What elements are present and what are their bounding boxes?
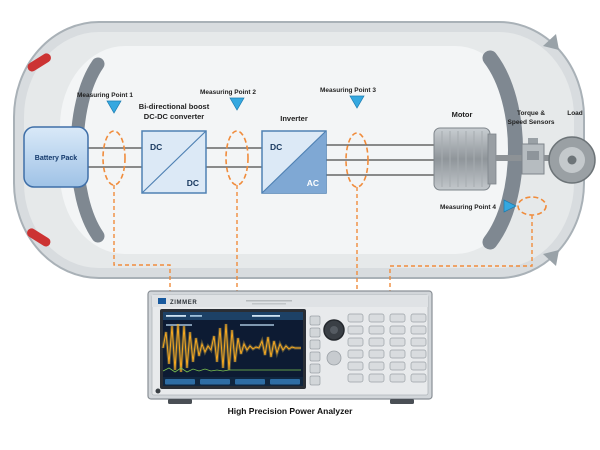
sensor-top-block bbox=[528, 138, 538, 145]
taillight-left-bottom bbox=[27, 228, 51, 247]
measuring-point-4-label: Measuring Point 4 bbox=[440, 204, 496, 211]
screen-menu-btn4 bbox=[270, 379, 300, 385]
inverter-diagonal bbox=[261, 130, 327, 194]
screen-header-bar bbox=[163, 312, 303, 320]
screen-header-text3 bbox=[252, 315, 280, 317]
screen-menu-btn3 bbox=[235, 379, 265, 385]
analyzer-caption: High Precision Power Analyzer bbox=[228, 406, 354, 416]
converter-dc-in-label: DC bbox=[150, 142, 162, 152]
inverter-dc-label: DC bbox=[270, 142, 282, 152]
measuring-point-1-marker bbox=[106, 100, 122, 114]
inverter-title: Inverter bbox=[280, 114, 308, 123]
measuring-point-3-label: Measuring Point 3 bbox=[320, 87, 376, 94]
panel-print-line1 bbox=[246, 300, 292, 302]
analyzer-power-button bbox=[155, 388, 161, 394]
screen-menu-bar bbox=[163, 377, 303, 386]
measuring-points: Measuring Point 1 Measuring Point 2 Meas… bbox=[77, 87, 547, 293]
brand-logo-icon bbox=[158, 298, 166, 304]
screen-menu-btn2 bbox=[200, 379, 230, 385]
front-windshield bbox=[482, 50, 523, 250]
motor-shaft bbox=[496, 155, 522, 161]
analyzer-brand: ZIMMER bbox=[170, 300, 197, 306]
analyzer-knob-center bbox=[330, 326, 338, 334]
screen-header-text1 bbox=[166, 315, 186, 317]
load-flywheel: Load bbox=[548, 110, 596, 184]
analyzer-foot-left bbox=[168, 399, 192, 404]
power-analyzer: ZIMMER bbox=[147, 290, 433, 404]
measuring-point-1-label: Measuring Point 1 bbox=[77, 92, 133, 99]
taillight-left-top bbox=[27, 53, 51, 72]
sensor-label-line2: Speed Sensors bbox=[508, 119, 555, 126]
secondary-trace bbox=[162, 367, 301, 373]
measuring-point-3-probe bbox=[345, 132, 369, 188]
load-label: Load bbox=[567, 110, 583, 117]
screen-menu-btn1 bbox=[165, 379, 195, 385]
motor-label: Motor bbox=[452, 110, 473, 119]
converter-diagonal bbox=[141, 130, 207, 194]
sensor-detail bbox=[527, 151, 539, 160]
side-mirror-bottom bbox=[543, 250, 559, 266]
analyzer-foot-right bbox=[390, 399, 414, 404]
battery-pack-box bbox=[23, 126, 89, 188]
measuring-point-1-probe bbox=[102, 130, 126, 186]
measuring-point-2-probe bbox=[225, 130, 249, 186]
sensor-label-line1: Torque & bbox=[517, 110, 545, 117]
measuring-point-2-label: Measuring Point 2 bbox=[200, 89, 256, 96]
converter-dc-out-label: DC bbox=[187, 178, 199, 188]
screen-header-text2 bbox=[190, 315, 202, 317]
panel-print-line2 bbox=[252, 303, 286, 305]
dcdc-converter: Bi-directional boost DC-DC converter DC … bbox=[139, 102, 210, 194]
side-mirror-top bbox=[543, 34, 559, 50]
converter-title-line2: DC-DC converter bbox=[144, 112, 205, 121]
battery-pack-label: Battery Pack bbox=[35, 155, 78, 162]
power-lines bbox=[88, 144, 434, 176]
measuring-point-3-marker bbox=[349, 95, 365, 109]
inverter-ac-label: AC bbox=[307, 178, 319, 188]
inverter: Inverter DC AC bbox=[261, 114, 327, 194]
motor: Motor bbox=[433, 110, 522, 191]
analyzer-nav-pad bbox=[326, 350, 342, 366]
screen-readout-line2 bbox=[240, 324, 274, 326]
measuring-point-4-marker bbox=[503, 199, 517, 213]
measuring-point-2-marker bbox=[229, 97, 245, 111]
load-hub bbox=[567, 155, 577, 165]
battery-pack: Battery Pack bbox=[23, 126, 89, 188]
motor-end-flange bbox=[487, 133, 497, 185]
measuring-point-4-cable bbox=[389, 215, 533, 293]
measuring-point-1-cable bbox=[113, 185, 171, 293]
converter-title-line1: Bi-directional boost bbox=[139, 102, 210, 111]
